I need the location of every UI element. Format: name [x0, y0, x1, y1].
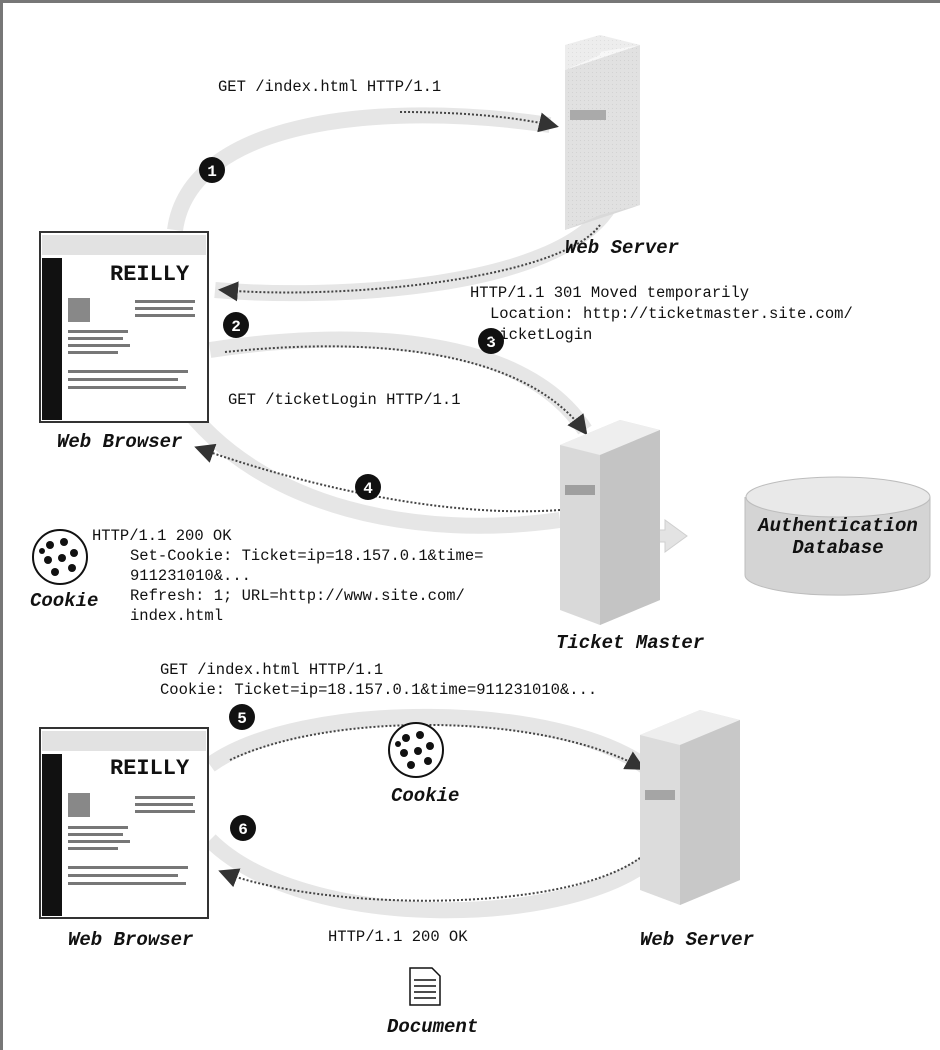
- step-4-marker: 4: [355, 474, 381, 500]
- step-1-label: 1: [207, 163, 217, 181]
- label-web-server-top: Web Server: [565, 237, 680, 259]
- step-6-marker: 6: [230, 815, 256, 841]
- msg-2-line3: ticketLogin: [490, 326, 592, 344]
- msg-2-line2: Location: http://ticketmaster.site.com/: [490, 305, 853, 323]
- label-auth-db-2: Database: [792, 537, 883, 559]
- left-border: [0, 0, 3, 1050]
- arc-5-request-with-cookie: [205, 708, 655, 777]
- web-browser-top-icon: REILLY: [39, 231, 209, 423]
- ticket-master-icon: [560, 420, 660, 625]
- label-web-browser-bottom: Web Browser: [68, 929, 194, 951]
- msg-5-line1: GET /index.html HTTP/1.1: [160, 661, 383, 679]
- oreilly-logo-top: REILLY: [110, 262, 190, 287]
- step-3-label: 3: [486, 334, 496, 352]
- msg-4-line2: Set-Cookie: Ticket=ip=18.157.0.1&time=: [130, 547, 483, 565]
- web-server-top-icon: [565, 35, 640, 230]
- label-web-server-bottom: Web Server: [640, 929, 755, 951]
- web-server-bottom-icon: [640, 710, 740, 905]
- arc-6-document: [204, 834, 655, 919]
- document-icon: [409, 967, 441, 1006]
- arc-3-login: [208, 331, 592, 436]
- label-cookie-left: Cookie: [30, 590, 98, 612]
- step-3-marker: 3: [478, 328, 504, 354]
- label-ticket-master: Ticket Master: [556, 632, 705, 654]
- arc-4-set-cookie: [173, 395, 562, 534]
- step-6-label: 6: [238, 821, 248, 839]
- step-4-label: 4: [363, 480, 373, 498]
- arc-1-request: [167, 107, 559, 232]
- msg-4-line1: HTTP/1.1 200 OK: [92, 527, 232, 545]
- arc-2-redirect: [214, 200, 617, 302]
- step-2-marker: 2: [223, 312, 249, 338]
- web-browser-bottom-icon: REILLY: [39, 727, 209, 919]
- step-1-marker: 1: [199, 157, 225, 183]
- label-document: Document: [387, 1016, 478, 1038]
- label-web-browser-top: Web Browser: [57, 431, 183, 453]
- authentication-database-icon: [744, 476, 931, 596]
- step-5-label: 5: [237, 710, 247, 728]
- oreilly-logo-bottom: REILLY: [110, 756, 190, 781]
- msg-1: GET /index.html HTTP/1.1: [218, 78, 441, 96]
- msg-2-line1: HTTP/1.1 301 Moved temporarily: [470, 284, 749, 302]
- msg-3: GET /ticketLogin HTTP/1.1: [228, 391, 461, 409]
- step-2-label: 2: [231, 318, 241, 336]
- msg-4-line3: 911231010&...: [130, 567, 251, 585]
- msg-6: HTTP/1.1 200 OK: [328, 928, 468, 946]
- msg-4-line5: index.html: [130, 607, 223, 625]
- label-cookie-mid: Cookie: [391, 785, 459, 807]
- msg-4-line4: Refresh: 1; URL=http://www.site.com/: [130, 587, 465, 605]
- cookie-mid-icon: [388, 722, 444, 778]
- cookie-left-icon: [32, 529, 88, 585]
- top-border: [0, 0, 940, 3]
- step-5-marker: 5: [229, 704, 255, 730]
- msg-5-line2: Cookie: Ticket=ip=18.157.0.1&time=911231…: [160, 681, 597, 699]
- label-auth-db-1: Authentication: [757, 515, 918, 537]
